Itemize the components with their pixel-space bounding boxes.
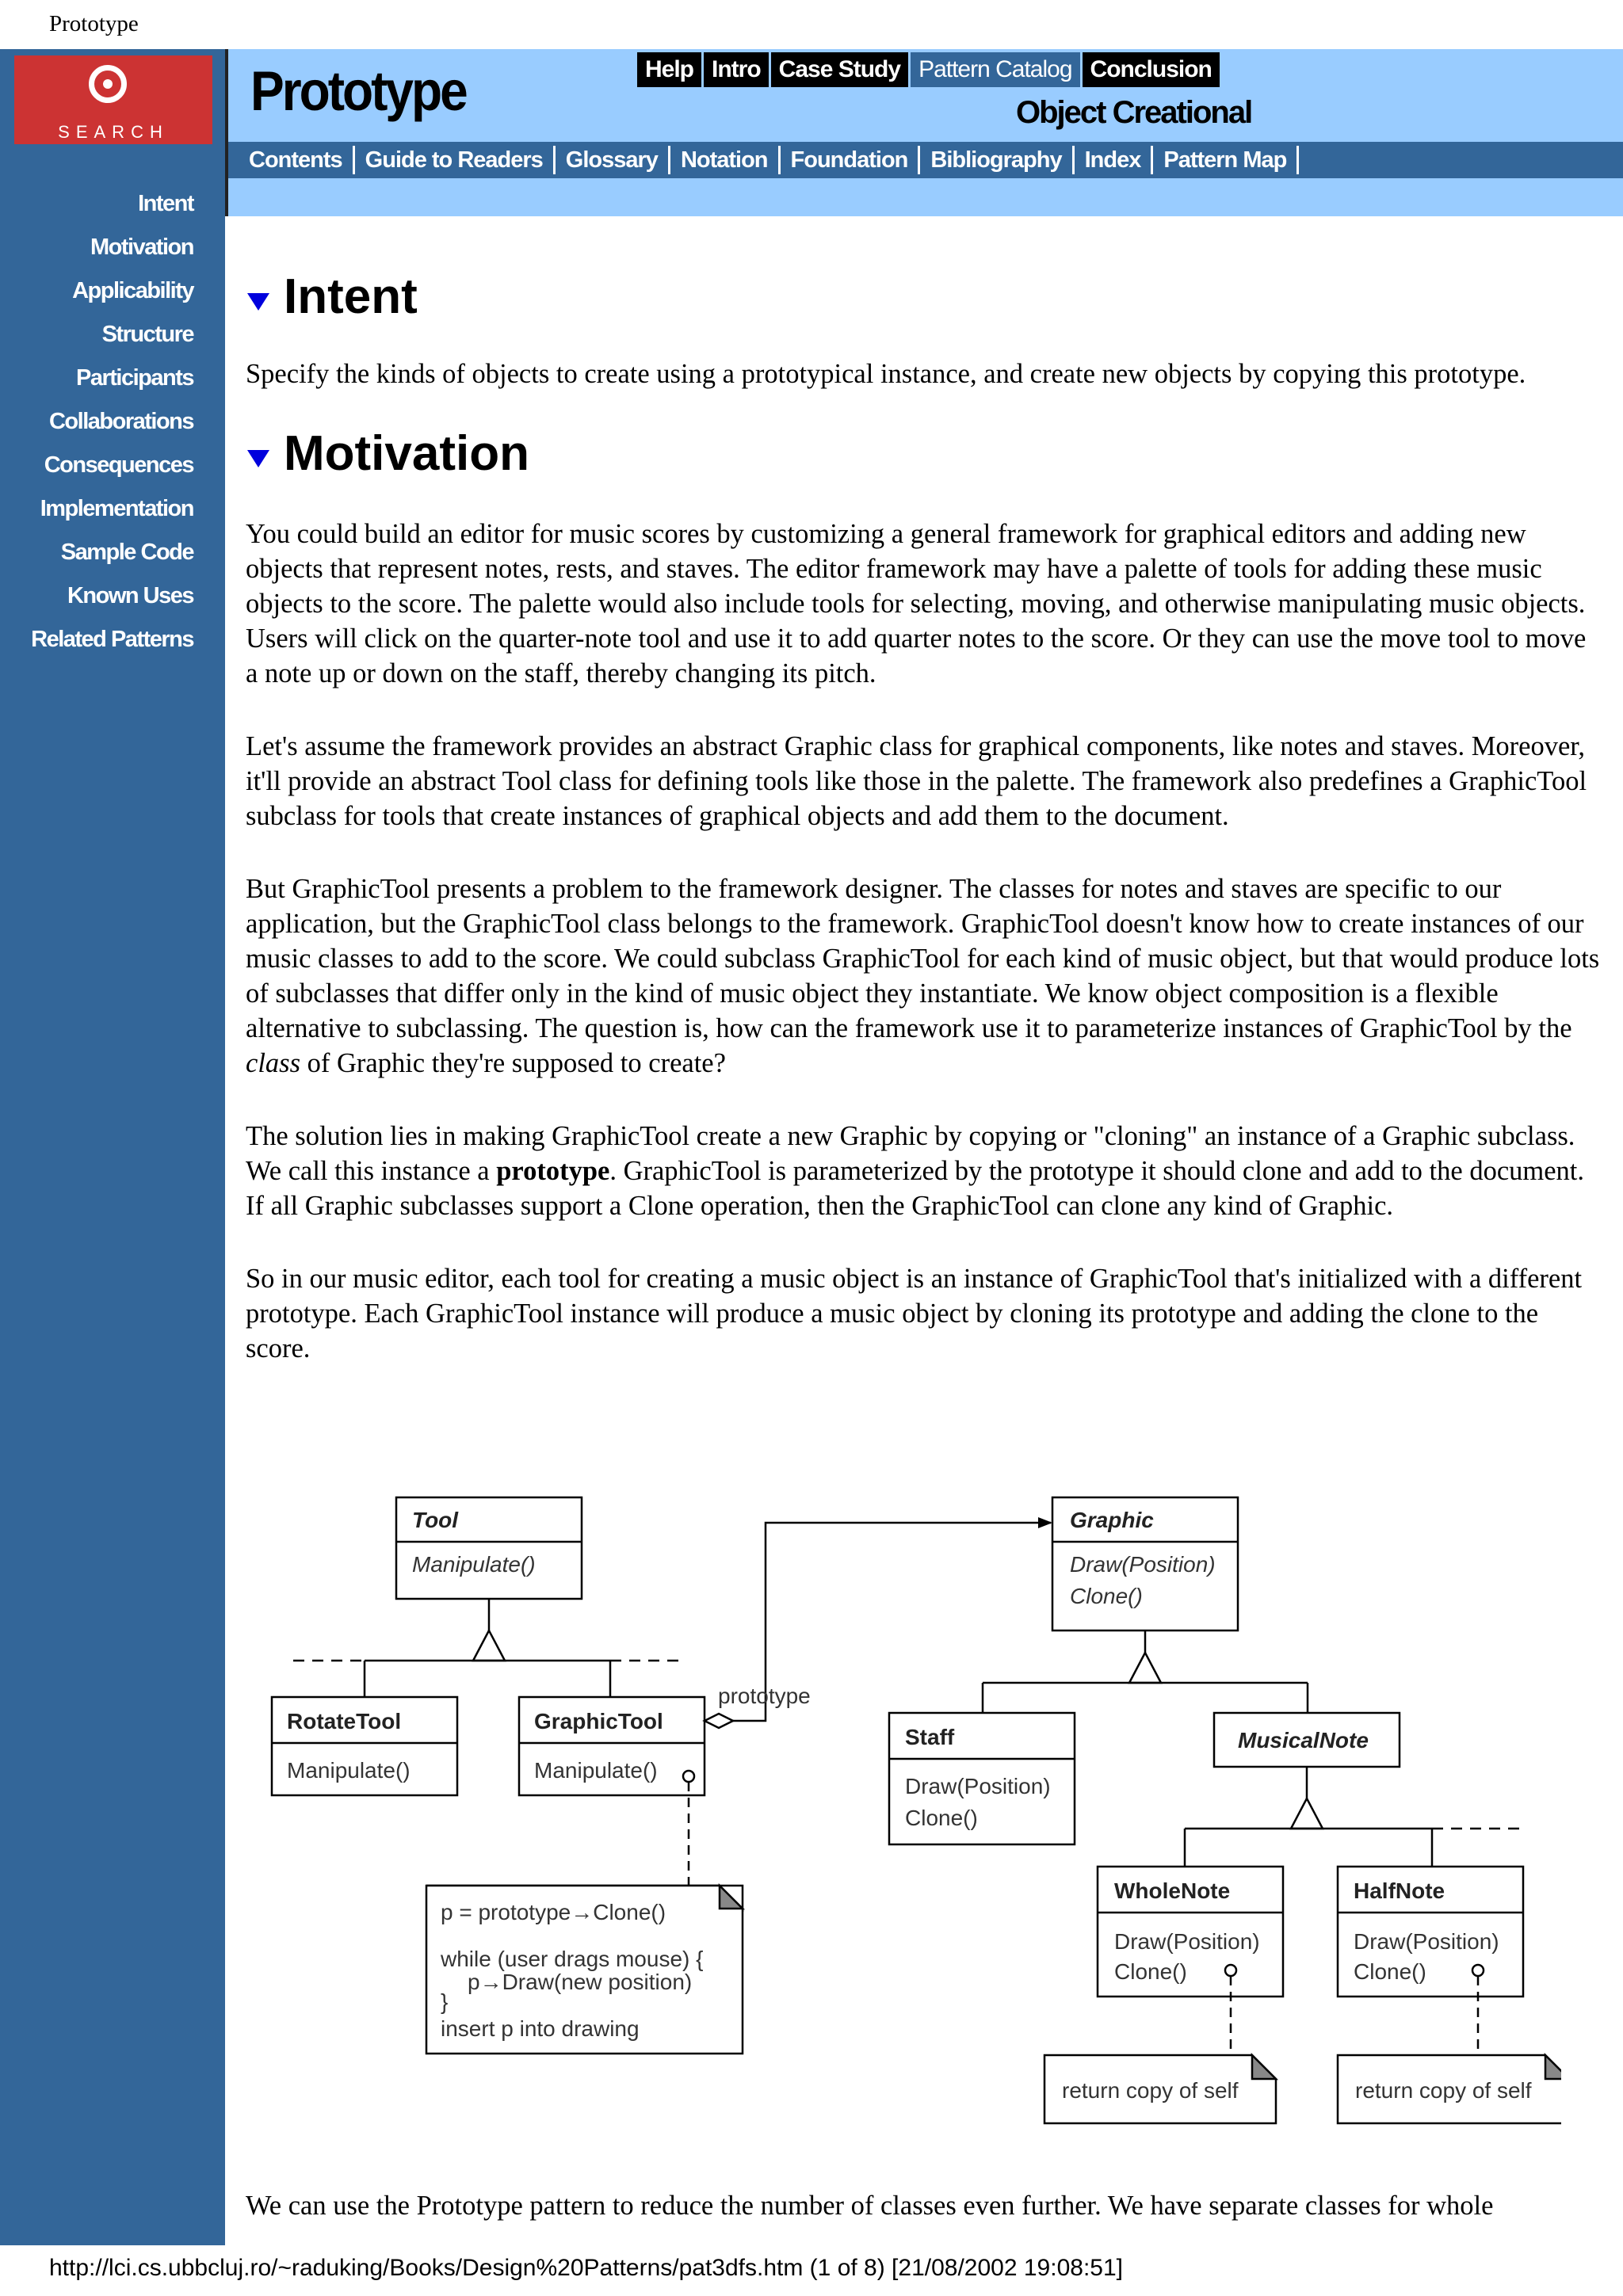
sub-nav-glossary[interactable]: Glossary: [556, 146, 670, 174]
sidebar-item-consequences[interactable]: Consequences: [44, 452, 195, 478]
top-nav-intro[interactable]: Intro: [704, 52, 769, 87]
sub-nav-index[interactable]: Index: [1075, 146, 1154, 174]
header-divider: [225, 49, 228, 142]
graphic-op-draw: Draw(Position): [1070, 1552, 1216, 1577]
p4-text-b: . GraphicTool is parameterized by the pr…: [246, 1156, 1584, 1221]
sub-nav-notation[interactable]: Notation: [670, 146, 781, 174]
sidebar-nav: Intent Motivation Applicability Structur…: [31, 182, 195, 662]
top-nav: Help Intro Case Study Pattern Catalog Co…: [637, 52, 1222, 87]
sidebar-item-participants[interactable]: Participants: [76, 365, 194, 391]
page-title: Prototype: [250, 59, 468, 123]
code-line-4: }: [441, 1989, 448, 2014]
musicalnote-class-name: MusicalNote: [1238, 1728, 1369, 1753]
prototype-label: prototype: [718, 1684, 811, 1708]
motivation-paragraph-2: Let's assume the framework provides an a…: [246, 731, 1587, 831]
motivation-heading: Motivation: [284, 426, 529, 481]
header-divider-lower: [225, 142, 228, 216]
wholenote-note-text: return copy of self: [1062, 2078, 1239, 2103]
sub-nav-guide-to-readers[interactable]: Guide to Readers: [355, 146, 556, 174]
rotatetool-class-name: RotateTool: [287, 1709, 401, 1733]
halfnote-class-box: [1336, 1865, 1525, 1998]
staff-class-box: [888, 1711, 1076, 1846]
top-nav-case-study[interactable]: Case Study: [770, 52, 909, 87]
graphictool-class-box: [517, 1695, 706, 1797]
intent-heading: Intent: [284, 269, 418, 324]
tool-op: Manipulate(): [412, 1552, 536, 1577]
page-header: Prototype Help Intro Case Study Pattern …: [225, 49, 1623, 142]
class-diagram: Tool Manipulate() RotateTool Manipulate(…: [270, 1496, 1561, 2125]
search-logo-button[interactable]: SEARCH: [14, 55, 212, 144]
triangle-down-icon: [247, 293, 269, 311]
halfnote-op-clone: Clone(): [1354, 1959, 1426, 1984]
wholenote-op-clone: Clone(): [1114, 1959, 1187, 1984]
staff-class-name: Staff: [905, 1725, 955, 1749]
p3-text-a: But GraphicTool presents a problem to th…: [246, 874, 1600, 1043]
graphic-class-name: Graphic: [1070, 1508, 1154, 1532]
graphictool-op: Manipulate(): [534, 1758, 658, 1783]
wholenote-note-box: [1043, 2054, 1277, 2125]
triangle-down-icon: [247, 450, 269, 467]
motivation-paragraph-1: You could build an editor for music scor…: [246, 519, 1587, 688]
sub-nav-pattern-map[interactable]: Pattern Map: [1153, 146, 1300, 174]
code-line-5: insert p into drawing: [441, 2016, 640, 2041]
main-content: Intent Specify the kinds of objects to c…: [246, 261, 1602, 2221]
top-nav-conclusion[interactable]: Conclusion: [1082, 52, 1220, 87]
motivation-paragraph-3: But GraphicTool presents a problem to th…: [246, 871, 1602, 1081]
sidebar-item-applicability[interactable]: Applicability: [72, 278, 194, 303]
code-line-3: p→Draw(new position): [468, 1970, 692, 1994]
halfnote-note-text: return copy of self: [1355, 2078, 1532, 2103]
rotatetool-op: Manipulate(): [287, 1758, 411, 1783]
wholenote-class-name: WholeNote: [1114, 1878, 1230, 1903]
sidebar-item-related-patterns[interactable]: Related Patterns: [31, 627, 194, 652]
motivation-heading-row: Motivation: [246, 418, 1602, 490]
tool-class-box: [395, 1496, 583, 1600]
p4-text-a: The solution lies in making GraphicTool …: [246, 1121, 1575, 1186]
target-icon: [89, 65, 127, 103]
sidebar-item-known-uses[interactable]: Known Uses: [67, 583, 195, 608]
staff-op-draw: Draw(Position): [905, 1774, 1051, 1798]
print-header-title: Prototype: [49, 11, 139, 36]
sidebar-item-collaborations[interactable]: Collaborations: [48, 409, 195, 434]
graphictool-class-name: GraphicTool: [534, 1709, 663, 1733]
halfnote-class-name: HalfNote: [1354, 1878, 1445, 1903]
p4-strong: prototype: [496, 1156, 610, 1186]
top-nav-help[interactable]: Help: [637, 52, 702, 87]
sub-nav: Contents Guide to Readers Glossary Notat…: [225, 142, 1623, 178]
code-line-2: while (user drags mouse) {: [440, 1947, 703, 1971]
sub-nav-foundation[interactable]: Foundation: [781, 146, 921, 174]
sidebar-item-motivation[interactable]: Motivation: [90, 235, 194, 260]
motivation-paragraph-4: The solution lies in making GraphicTool …: [246, 1119, 1602, 1223]
sidebar-item-sample-code[interactable]: Sample Code: [60, 540, 195, 565]
intent-text: Specify the kinds of objects to create u…: [246, 359, 1526, 389]
sub-nav-bibliography[interactable]: Bibliography: [920, 146, 1075, 174]
sidebar: SEARCH Intent Motivation Applicability S…: [0, 49, 225, 2245]
code-line-1: p = prototype→Clone(): [441, 1900, 666, 1924]
code-note-box: [425, 1884, 744, 2055]
p3-text-b: of Graphic they're supposed to create?: [300, 1048, 726, 1078]
tool-class-name: Tool: [412, 1508, 459, 1532]
graphic-class-box: [1051, 1496, 1239, 1632]
wholenote-class-box: [1096, 1865, 1285, 1998]
motivation-paragraph-6: We can use the Prototype pattern to redu…: [246, 2191, 1494, 2221]
intent-heading-row: Intent: [246, 261, 1602, 333]
pattern-category: Object Creational: [1016, 95, 1253, 130]
wholenote-op-draw: Draw(Position): [1114, 1929, 1260, 1954]
halfnote-note-box: [1336, 2054, 1561, 2125]
rotatetool-class-box: [270, 1695, 459, 1797]
header-band: [225, 178, 1623, 216]
sidebar-item-implementation[interactable]: Implementation: [40, 496, 195, 521]
print-footer-url: http://lci.cs.ubbcluj.ro/~raduking/Books…: [49, 2255, 1123, 2281]
sidebar-item-intent[interactable]: Intent: [138, 191, 194, 216]
top-nav-pattern-catalog[interactable]: Pattern Catalog: [911, 52, 1080, 87]
staff-op-clone: Clone(): [905, 1806, 978, 1830]
halfnote-op-draw: Draw(Position): [1354, 1929, 1499, 1954]
motivation-paragraph-5: So in our music editor, each tool for cr…: [246, 1264, 1583, 1363]
p3-emphasis: class: [246, 1048, 300, 1078]
sub-nav-contents[interactable]: Contents: [241, 146, 355, 174]
search-logo-label: SEARCH: [58, 122, 169, 142]
graphic-op-clone: Clone(): [1070, 1584, 1143, 1608]
sidebar-item-structure[interactable]: Structure: [101, 322, 195, 347]
